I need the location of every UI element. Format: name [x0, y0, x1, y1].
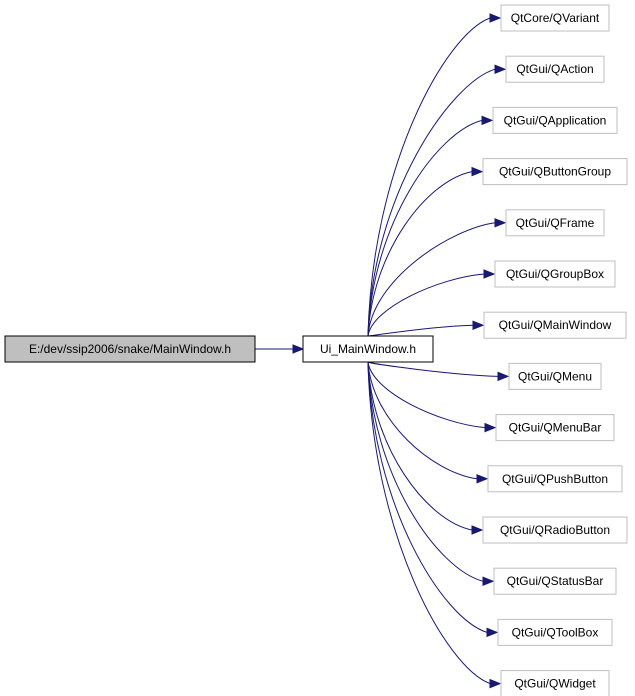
node-root[interactable]: E:/dev/ssip2006/snake/MainWindow.h: [4, 335, 256, 363]
edge-to-qtgui-qtoolbox: [367, 361, 488, 633]
edge-arrow: [483, 269, 496, 279]
edge-to-qtgui-qgroupbox: [367, 273, 485, 337]
node-ui-mainwindow-label: Ui_MainWindow.h: [320, 342, 416, 356]
node-qtgui-qaction[interactable]: QtGui/QAction: [505, 55, 605, 83]
node-qtgui-qgroupbox[interactable]: QtGui/QGroupBox: [494, 260, 616, 288]
node-label: QtGui/QApplication: [504, 113, 607, 127]
edge-arrow: [489, 678, 502, 689]
dependency-nodes: QtCore/QVariantQtGui/QActionQtGui/QAppli…: [482, 4, 628, 696]
node-qtgui-qframe[interactable]: QtGui/QFrame: [505, 209, 605, 237]
node-label: QtGui/QMenuBar: [509, 421, 602, 435]
node-qtcore-qvariant[interactable]: QtCore/QVariant: [500, 4, 610, 32]
edge-to-qtgui-qradiobutton: [367, 361, 473, 531]
node-qtgui-qmenubar[interactable]: QtGui/QMenuBar: [495, 414, 615, 442]
node-qtgui-qmenu[interactable]: QtGui/QMenu: [508, 362, 602, 390]
edge-to-qtgui-qmainwindow: [367, 324, 474, 337]
node-label: QtGui/QAction: [516, 62, 593, 76]
edge-arrow: [482, 576, 495, 586]
node-label: QtGui/QToolBox: [512, 625, 599, 639]
edges: [255, 13, 510, 689]
edge-arrow: [472, 320, 485, 330]
node-label: QtGui/QMenu: [518, 369, 592, 383]
edge-arrow: [494, 64, 507, 74]
edge-to-qtgui-qframe: [367, 222, 496, 337]
node-label: QtGui/QStatusBar: [507, 574, 604, 588]
edge-arrow: [481, 115, 494, 126]
node-qtgui-qstatusbar[interactable]: QtGui/QStatusBar: [493, 567, 617, 595]
edge-to-qtgui-qwidget: [367, 361, 491, 685]
edge-to-qtgui-qmenubar: [367, 361, 486, 429]
edge-arrow: [471, 166, 484, 177]
node-label: QtGui/QRadioButton: [500, 523, 610, 537]
node-label: QtGui/QWidget: [514, 677, 596, 691]
edge-arrow: [489, 13, 502, 23]
node-ui-mainwindow[interactable]: Ui_MainWindow.h: [302, 335, 434, 363]
node-label: QtGui/QFrame: [516, 216, 595, 230]
node-label: QtCore/QVariant: [511, 11, 600, 25]
edge-arrow: [494, 218, 507, 228]
edge-to-qtgui-qpushbutton: [367, 361, 478, 480]
node-label: QtGui/QMainWindow: [499, 318, 612, 332]
node-label: QtGui/QGroupBox: [506, 267, 604, 281]
edge-arrow: [476, 474, 489, 484]
node-qtgui-qpushbutton[interactable]: QtGui/QPushButton: [487, 465, 623, 493]
node-qtgui-qbuttongroup[interactable]: QtGui/QButtonGroup: [482, 158, 628, 186]
node-root-label: E:/dev/ssip2006/snake/MainWindow.h: [29, 342, 231, 356]
node-qtgui-qmainwindow[interactable]: QtGui/QMainWindow: [483, 311, 627, 339]
node-qtgui-qtoolbox[interactable]: QtGui/QToolBox: [497, 618, 613, 646]
node-qtgui-qapplication[interactable]: QtGui/QApplication: [492, 106, 618, 134]
node-qtgui-qwidget[interactable]: QtGui/QWidget: [500, 670, 610, 696]
edge-to-qtgui-qbuttongroup: [367, 171, 473, 337]
edge-to-qtgui-qstatusbar: [367, 361, 484, 582]
edge-arrow: [471, 525, 484, 535]
node-label: QtGui/QPushButton: [502, 472, 608, 486]
edge-to-qtgui-qapplication: [367, 119, 483, 337]
edge-arrow: [292, 344, 305, 354]
edge-arrow: [497, 371, 510, 382]
edge-to-qtgui-qaction: [367, 68, 496, 337]
node-qtgui-qradiobutton[interactable]: QtGui/QRadioButton: [482, 516, 628, 544]
edge-arrow: [486, 627, 499, 638]
edge-arrow: [484, 422, 497, 433]
node-label: QtGui/QButtonGroup: [499, 165, 611, 179]
edge-to-qtgui-qmenu: [367, 361, 499, 377]
edge-to-qtcore-qvariant: [367, 17, 491, 337]
